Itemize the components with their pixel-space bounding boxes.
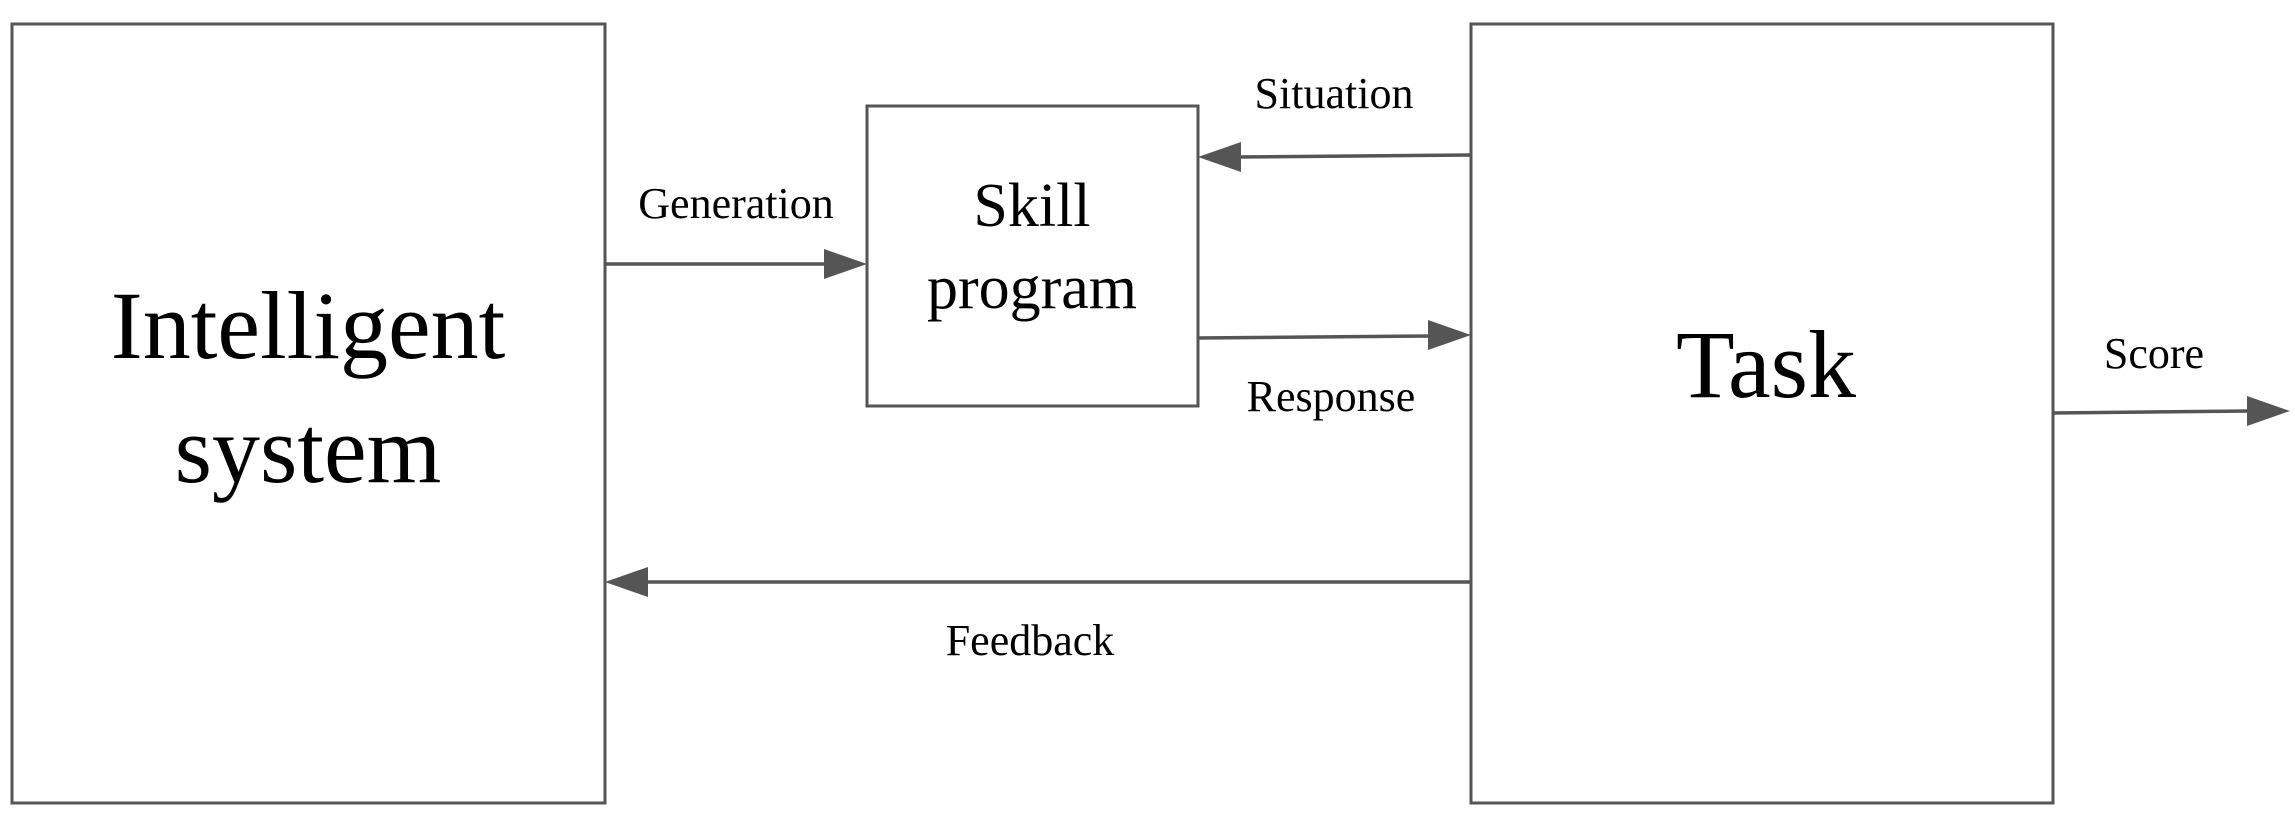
response-edge: Response (1197, 320, 1471, 421)
response-label: Response (1247, 372, 1416, 421)
skill-program-label-line1: Skill (973, 172, 1090, 240)
generation-arrowhead (824, 249, 867, 279)
score-edge: Score (2052, 329, 2290, 426)
task-label: Task (1676, 311, 1856, 418)
score-label: Score (2104, 329, 2204, 378)
skill-program-node: Skill program (865, 104, 1200, 408)
skill-program-label-line2: program (927, 254, 1137, 322)
response-arrowhead (1428, 320, 1471, 350)
situation-arrow-line (1235, 153, 1472, 159)
intelligent-system-label-line2: system (175, 396, 442, 503)
feedback-edge: Feedback (605, 567, 1471, 665)
feedback-label: Feedback (946, 616, 1115, 665)
response-arrow-line (1197, 334, 1434, 340)
intelligent-system-label-line1: Intelligent (111, 272, 506, 379)
score-arrowhead (2247, 396, 2290, 426)
score-arrow-line (2052, 409, 2251, 415)
skill-program-box (865, 104, 1200, 408)
intelligent-system-node: Intelligent system (10, 22, 607, 805)
intelligent-system-box (10, 22, 607, 805)
task-node: Task (1469, 22, 2055, 805)
task-box (1469, 22, 2055, 805)
generation-edge: Generation (605, 179, 867, 279)
situation-label: Situation (1255, 69, 1414, 118)
feedback-arrowhead (605, 567, 648, 597)
situation-arrowhead (1198, 142, 1241, 172)
situation-edge: Situation (1198, 69, 1472, 172)
generation-label: Generation (638, 179, 833, 228)
